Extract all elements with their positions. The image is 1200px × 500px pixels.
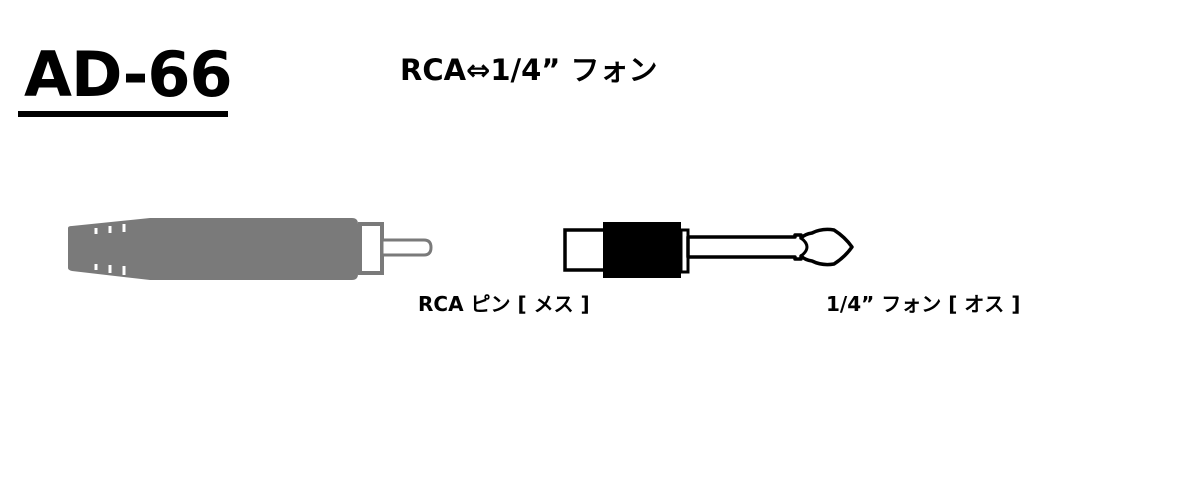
connector-drawing bbox=[68, 218, 854, 280]
phone-plug-cap bbox=[563, 228, 607, 272]
rca-plug-collar bbox=[358, 222, 384, 275]
phone-plug-tip-groove bbox=[800, 236, 809, 258]
adapter-subtitle: RCA⇔1/4” フォン bbox=[400, 53, 658, 87]
rca-plug-icon bbox=[68, 218, 433, 280]
phone-plug-shaft bbox=[686, 227, 854, 267]
rca-plug-body bbox=[68, 218, 358, 280]
model-title: AD-66 bbox=[24, 38, 233, 111]
title-underline bbox=[18, 111, 228, 117]
phone-plug-icon bbox=[563, 222, 854, 278]
phone-connector-label: 1/4” フォン [ オス ] bbox=[826, 292, 1021, 316]
rca-grip-grooves bbox=[94, 224, 126, 275]
phone-plug-sleeve bbox=[603, 222, 681, 278]
rca-connector-label: RCA ピン [ メス ] bbox=[418, 292, 590, 316]
rca-plug-pin bbox=[380, 238, 433, 257]
